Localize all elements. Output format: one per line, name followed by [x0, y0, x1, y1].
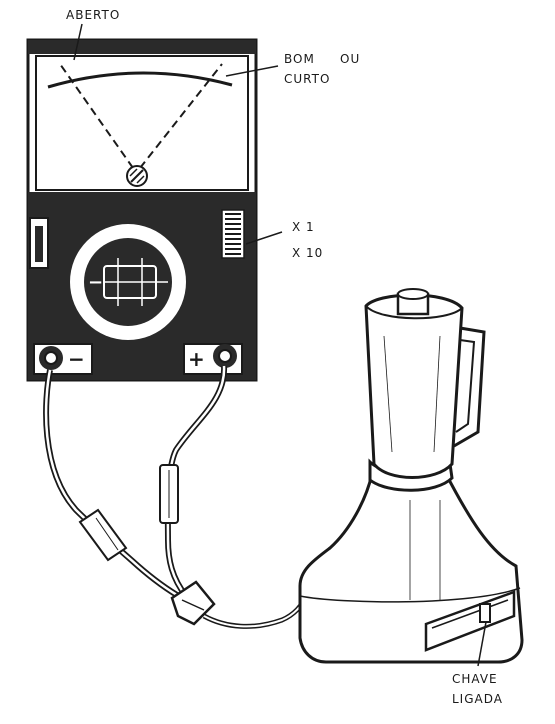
label-good: BOM [284, 52, 315, 66]
blender-on-switch[interactable] [479, 603, 491, 623]
minus-symbol: − [68, 347, 85, 371]
test-leads [43, 365, 309, 629]
knob-minus-mark: − [88, 272, 103, 293]
label-short: CURTO [284, 72, 331, 86]
meter-scale-arc [47, 71, 233, 89]
label-switch-line1: CHAVE [452, 672, 498, 686]
label-range-x1: X 1 [292, 220, 315, 234]
short-label-pointer [225, 65, 279, 77]
appliance-plug [170, 580, 216, 626]
label-or: OU [340, 52, 361, 66]
open-label-pointer [73, 23, 83, 61]
blender-handle [453, 326, 486, 448]
plus-symbol: + [188, 347, 205, 371]
switch-label-pointer [477, 621, 487, 667]
needle-short-position [139, 63, 223, 169]
label-range-x10: X 10 [292, 246, 324, 260]
range-selector-switch[interactable] [221, 209, 245, 259]
needle-open-position [59, 63, 134, 169]
label-open: ABERTO [66, 8, 121, 22]
multimeter: − − + [26, 38, 258, 382]
negative-probe [78, 508, 128, 562]
meter-top-frame [28, 40, 256, 54]
label-switch-line2: LIGADA [452, 692, 503, 706]
blender [298, 288, 524, 667]
negative-jack[interactable]: − [33, 343, 93, 375]
selector-knob-handle[interactable] [103, 258, 168, 306]
blender-jar [364, 293, 464, 479]
blender-base [298, 472, 524, 664]
positive-jack[interactable]: + [183, 343, 243, 375]
range-label-pointer [245, 231, 283, 245]
